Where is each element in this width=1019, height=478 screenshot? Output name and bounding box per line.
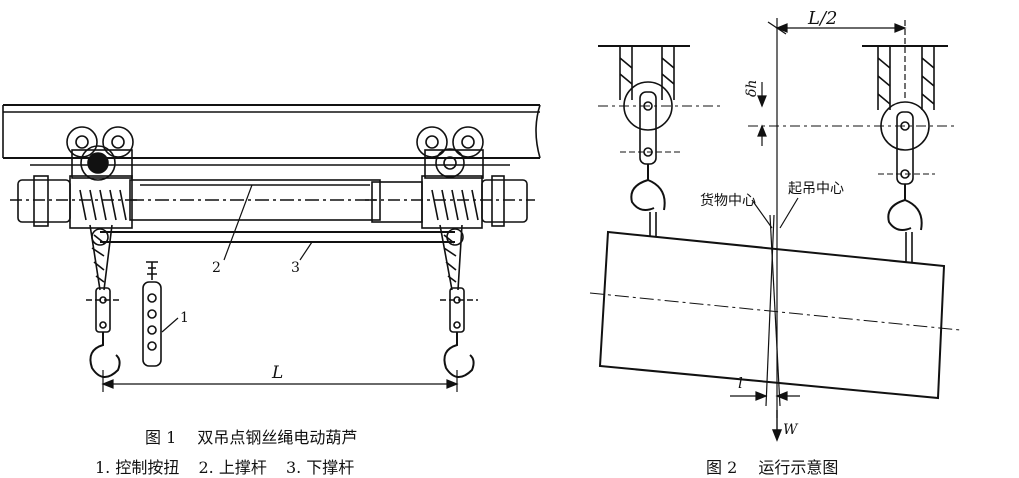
- legend-1-text: 控制按扭: [115, 458, 180, 477]
- right-trolley: [416, 126, 484, 179]
- label-weight: W: [783, 422, 799, 438]
- figure-2-diagram: L/2 δh 货物中心 起吊中心 l W: [589, 8, 961, 442]
- figure-1-number: 图 1: [145, 428, 177, 447]
- pendant-control: [142, 261, 162, 367]
- figure-2-number: 图 2: [706, 458, 738, 477]
- right-rope: [748, 45, 955, 262]
- left-rope: [598, 45, 720, 236]
- dimension-delta-h: [757, 82, 767, 146]
- legend-2-text: 上撑杆: [218, 458, 267, 477]
- figure-1-title: 双吊点钢丝绳电动葫芦: [197, 428, 358, 447]
- left-hook-assembly: [86, 224, 121, 378]
- center-lines: [765, 18, 781, 418]
- dimension-L: [101, 370, 459, 392]
- figure-2-caption: 图 2 运行示意图: [706, 454, 838, 478]
- figure-2-title: 运行示意图: [758, 458, 839, 477]
- figure-1-caption: 图 1 双吊点钢丝绳电动葫芦: [145, 424, 357, 448]
- label-cargo-center: 货物中心: [700, 192, 756, 209]
- left-trolley: [66, 126, 134, 181]
- label-half-L: L/2: [807, 8, 837, 29]
- left-hoist-body: [10, 175, 140, 229]
- upper-strut: [129, 179, 381, 221]
- figure-1-legend: 1. 控制按扭 2. 上撑杆 3. 下撑杆: [95, 454, 354, 478]
- dimension-half-L: [767, 20, 907, 100]
- figure-1-hoist: 1 2 3 L: [2, 104, 541, 392]
- callout-leaders: [161, 184, 313, 333]
- label-1: 1: [180, 310, 189, 326]
- label-L: L: [271, 363, 283, 383]
- right-hoist-body: [365, 175, 535, 229]
- right-hook-assembly: [439, 224, 478, 378]
- label-lift-center: 起吊中心: [788, 181, 844, 197]
- i-beam: [2, 104, 541, 166]
- weight-arrow: [771, 410, 783, 442]
- legend-1-num: 1.: [95, 458, 111, 477]
- label-offset-l: l: [738, 374, 743, 392]
- lower-strut: [91, 228, 464, 246]
- label-delta-h: δh: [744, 80, 760, 97]
- label-leaders: [751, 197, 799, 229]
- legend-3-num: 3.: [285, 458, 302, 477]
- legend-3-text: 下撑杆: [306, 458, 355, 477]
- legend-2-num: 2.: [198, 458, 214, 477]
- dimension-offset-l: [730, 391, 800, 401]
- label-2: 2: [212, 260, 221, 276]
- label-3: 3: [291, 260, 300, 276]
